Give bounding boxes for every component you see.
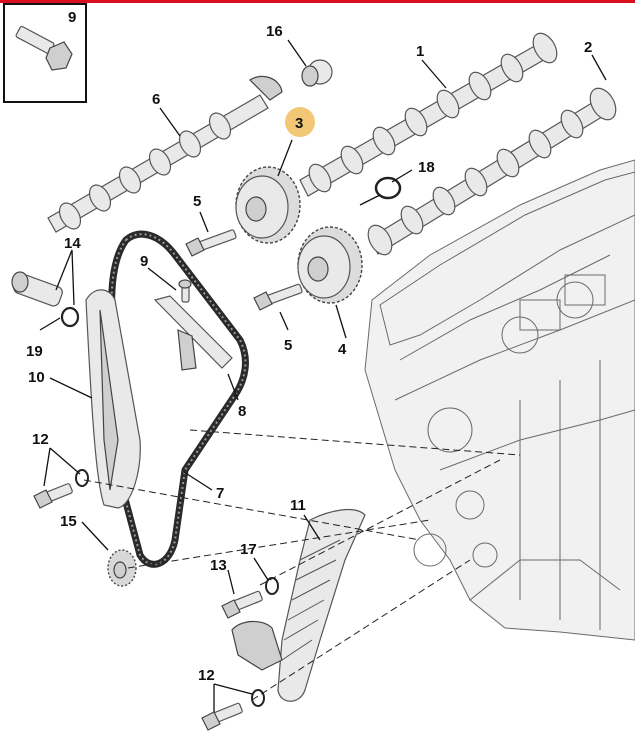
callout-2: 2: [584, 39, 592, 56]
camshaft-1: [299, 32, 558, 197]
camshaft-6: [47, 75, 283, 233]
crank-sprocket-15: [107, 549, 137, 587]
callout-8: 8: [238, 403, 246, 420]
callout-7: 7: [216, 485, 224, 502]
callout-13: 13: [210, 557, 227, 574]
seal-ring-18: [374, 176, 402, 200]
top-rule: [0, 0, 635, 3]
bolt-13: [221, 577, 279, 619]
bolt-5-upper: [185, 229, 237, 257]
callout-3: 3: [295, 115, 303, 132]
callout-14: 14: [64, 235, 81, 252]
guide-rail-8: [153, 295, 233, 371]
callout-17: 17: [240, 541, 257, 558]
camshaft-2: [367, 87, 617, 256]
callout-11: 11: [290, 497, 306, 514]
callout-10: 10: [28, 369, 45, 386]
callout-1: 1: [416, 43, 424, 60]
bolt-5-lower: [253, 283, 303, 311]
leader-lines: [39, 39, 607, 712]
tensioner-shoe-10: [85, 289, 141, 509]
phaser-sprocket-4: [297, 226, 363, 304]
callout-12-mid: 12: [32, 431, 49, 448]
tensioner-14: [11, 271, 63, 307]
callout-12-lower: 12: [198, 667, 215, 684]
callout-labels: 1 2 3 4 5 5 6 7 8 9 9 10 11 12 12 13 14 …: [26, 9, 592, 684]
callout-4: 4: [338, 341, 347, 358]
callout-5-upper: 5: [193, 193, 201, 210]
seal-ring-19: [60, 306, 80, 328]
callout-9-box: 9: [68, 9, 76, 26]
assembly-axes: [83, 429, 521, 701]
callout-16: 16: [266, 23, 283, 40]
callout-6: 6: [152, 91, 160, 108]
bolt-12-lower: [201, 689, 265, 731]
bolt-9-rail: [178, 279, 192, 303]
engine-block: [364, 159, 635, 641]
plug-16: [301, 59, 333, 87]
callout-18: 18: [418, 159, 435, 176]
callout-9-rail: 9: [140, 253, 148, 270]
phaser-sprocket-3: [235, 166, 301, 244]
inset-box-bolt: [3, 3, 87, 103]
callout-5-lower: 5: [284, 337, 292, 354]
flange-bolt-icon: [15, 25, 73, 71]
callout-3-highlight: [285, 107, 315, 137]
guide-11: [231, 508, 366, 702]
callout-15: 15: [60, 513, 77, 530]
callout-19: 19: [26, 343, 43, 360]
bolt-12-mid: [33, 469, 89, 509]
timing-chain-7: [108, 230, 249, 568]
